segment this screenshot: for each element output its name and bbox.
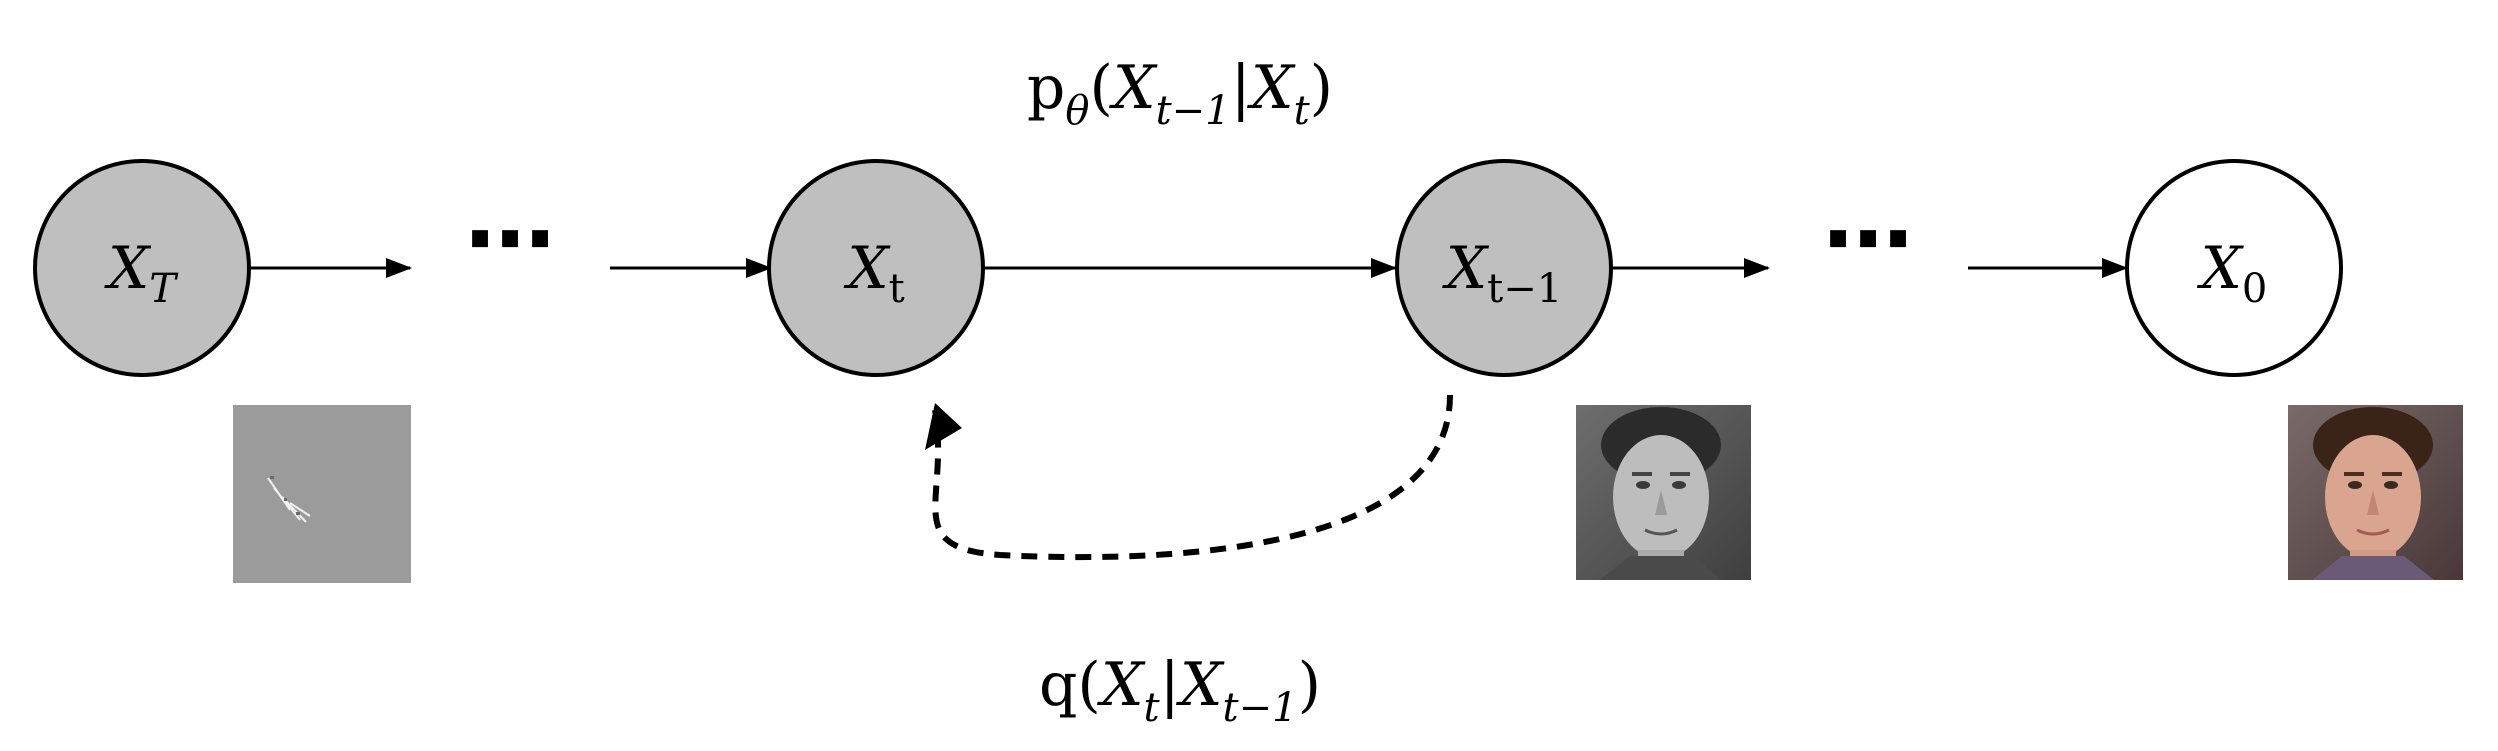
- ellipsis-left: ⋯: [465, 187, 555, 292]
- node-circle-xT: [33, 159, 251, 377]
- dashed-curved-arrow: [932, 394, 1453, 561]
- node-label-xt: Xt: [843, 234, 904, 312]
- node-xT: XT: [33, 159, 251, 377]
- dashed-arrow-head: [925, 403, 962, 450]
- reverse-process-label: pθ(Xt−1|Xt): [1027, 53, 1333, 134]
- node-circle-x0: [2125, 159, 2343, 377]
- node-label-x0: X0: [2197, 234, 2268, 312]
- forward-process-label: q(Xt|Xt−1): [1039, 650, 1321, 731]
- node-label-xt1: Xt−1: [1442, 234, 1562, 312]
- node-circle-xt: [767, 159, 985, 377]
- node-xt1: Xt−1: [1395, 159, 1613, 377]
- node-circle-xt1: [1395, 159, 1613, 377]
- node-label-xT: XT: [104, 234, 179, 312]
- node-xt: Xt: [767, 159, 985, 377]
- color-face-thumbnail: [2288, 405, 2463, 580]
- ellipsis-right: ⋯: [1823, 187, 1913, 292]
- node-x0: X0: [2125, 159, 2343, 377]
- grayscale-face-thumbnail: [1576, 405, 1751, 580]
- noise-thumbnail: [233, 405, 411, 583]
